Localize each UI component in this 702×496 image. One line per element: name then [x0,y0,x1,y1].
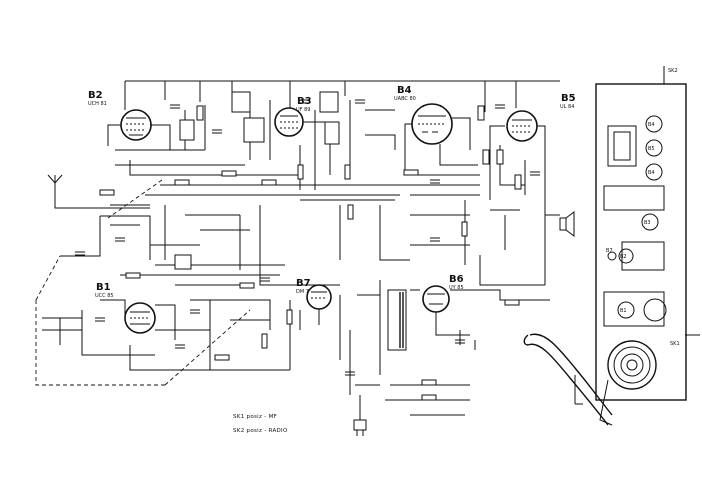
tube-b2-symbol [120,109,152,141]
transformer-block [607,125,637,167]
svg-text:UCC 85: UCC 85 [95,293,114,299]
wiring-lower [42,280,550,425]
power-transformer [387,289,407,351]
mains-plug-icon [353,419,367,436]
tube-b3-symbol [274,107,304,137]
tube-b6-symbol [422,285,450,313]
ferrite-drum-icon [599,340,657,426]
svg-text:B2: B2 [88,90,103,101]
svg-text:SK1: SK1 [670,341,680,347]
svg-text:UF 89: UF 89 [296,107,311,113]
svg-text:UL 84: UL 84 [560,104,574,110]
svg-text:SK2 posiz - RADIO: SK2 posiz - RADIO [233,428,288,434]
if-transformers [174,91,340,270]
switch-notes: SK1 posiz - MF SK2 posiz - RADIO [233,414,288,434]
svg-text:B3: B3 [644,220,651,226]
tube-b7-symbol [306,284,332,310]
tube-label-b7: B7 DM 71 [296,278,312,295]
svg-text:B6: B6 [449,274,464,285]
shield-enclosure [35,179,251,386]
svg-text:B2: B2 [620,254,627,260]
svg-text:B4: B4 [648,122,655,128]
tube-label-b3: B3 UF 89 [296,96,312,113]
tube-b1-symbol [124,302,156,334]
svg-text:SK1 posiz - MF: SK1 posiz - MF [233,414,277,420]
capacitor-bank [75,99,540,376]
svg-text:DM 71: DM 71 [296,289,312,295]
svg-text:B5: B5 [648,146,655,152]
svg-text:B1: B1 [96,282,111,293]
tube-label-b4: B4 UABC 80 [394,85,416,102]
svg-text:B7: B7 [296,278,311,289]
svg-text:SK2: SK2 [668,68,678,74]
svg-text:UCH 81: UCH 81 [88,101,107,107]
dial-cord-assembly [523,333,657,426]
svg-text:B5: B5 [561,93,576,104]
svg-text:B7: B7 [606,248,613,254]
chassis-layout-panel: SK2 B4 B5 B4 B3 B2 B1 B7 SK1 [595,66,700,401]
tube-label-b6: B6 UY 85 [449,274,464,291]
wiring-middle [60,199,560,286]
svg-text:B3: B3 [297,96,312,107]
svg-text:UY 85: UY 85 [449,285,464,291]
wiring-upper [47,80,560,209]
tube-label-b5: B5 UL 84 [560,93,576,110]
resistor-bank [99,105,522,401]
tube-label-b1: B1 UCC 85 [95,282,114,299]
speaker-icon [559,211,575,237]
tube-label-b2: B2 UCH 81 [88,90,107,107]
svg-text:B4: B4 [648,170,655,176]
svg-text:B4: B4 [397,85,412,96]
tube-b4-symbol [411,103,453,145]
svg-text:UABC 80: UABC 80 [394,96,416,102]
svg-text:B1: B1 [620,308,627,314]
tube-b5-symbol [506,110,538,142]
